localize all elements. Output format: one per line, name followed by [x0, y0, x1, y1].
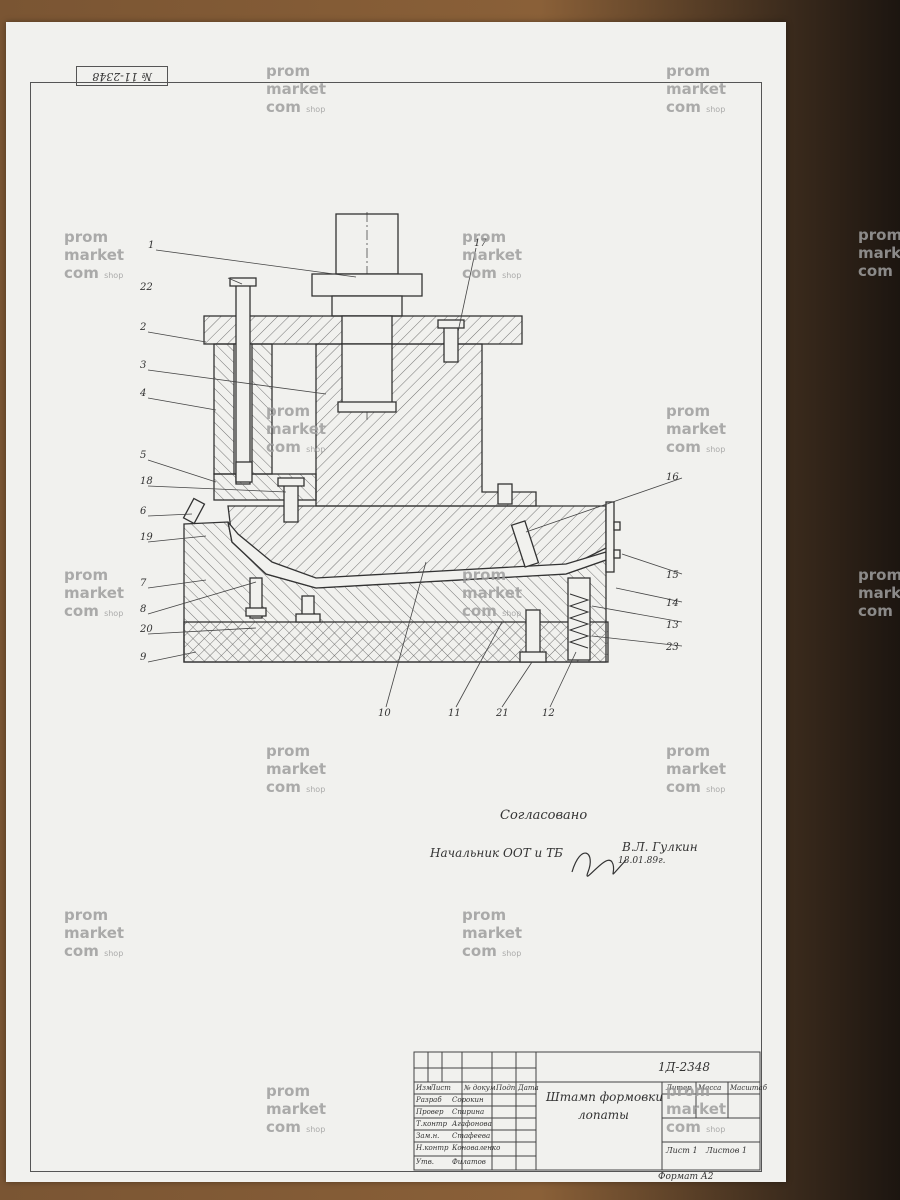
name-1: Сорокин — [452, 1096, 484, 1104]
name-2: Спирина — [452, 1108, 485, 1116]
label-part-8: 8 — [140, 604, 146, 615]
sheets-label: Листов 1 — [706, 1146, 747, 1155]
label-part-7: 7 — [140, 578, 147, 589]
label-part-4: 4 — [139, 388, 146, 399]
role-tkontr: Т.контр — [416, 1120, 448, 1128]
approval-date: 18.01.89г. — [618, 856, 666, 866]
header-scale: Масштаб — [730, 1084, 767, 1092]
approval-name: В.Л. Гулкин — [622, 840, 698, 854]
role-utv: Утв. — [416, 1158, 434, 1166]
approval-heading: Согласовано — [500, 808, 588, 823]
label-part-6: 6 — [140, 506, 147, 517]
label-part-14: 14 — [666, 598, 679, 609]
label-part-13: 13 — [666, 620, 679, 631]
header-massa: Масса — [698, 1084, 722, 1092]
sheet-label: Лист 1 — [666, 1146, 698, 1155]
role-nkontr: Н.контр — [416, 1144, 449, 1152]
drawing-title-line1: Штамп формовки — [546, 1090, 664, 1104]
name-5: Коноваленко — [452, 1144, 501, 1152]
name-6: Филатов — [452, 1158, 486, 1166]
label-part-1: 1 — [148, 240, 154, 251]
role-razrab: Разраб — [416, 1096, 442, 1104]
header-list: Лист — [430, 1084, 451, 1092]
stamp-assembly-drawing: 1 2 3 4 5 6 7 8 9 10 11 12 13 14 15 16 1… — [139, 212, 761, 1171]
label-part-10: 10 — [378, 708, 391, 719]
flange — [311, 273, 423, 297]
signature — [571, 852, 627, 877]
label-part-11: 11 — [448, 708, 461, 719]
header-date: Дата — [518, 1084, 539, 1092]
label-part-22: 22 — [139, 282, 153, 293]
role-zam: Зам.н. — [416, 1132, 440, 1140]
label-part-16: 16 — [666, 472, 679, 483]
label-part-3: 3 — [140, 360, 146, 371]
label-part-21: 21 — [495, 708, 509, 719]
label-part-12: 12 — [542, 708, 555, 719]
label-part-19: 19 — [140, 532, 153, 543]
drawing-frame — [30, 82, 762, 1172]
header-izm: Изм — [416, 1084, 432, 1092]
label-part-18: 18 — [140, 476, 153, 487]
header-sign: Подп — [496, 1084, 516, 1092]
pin-part-22 — [235, 283, 251, 485]
label-part-5: 5 — [140, 450, 146, 461]
name-3: Агафонова — [452, 1120, 492, 1128]
drawing-sheet: № 11-2348 — [6, 22, 786, 1182]
bolt-part-17 — [443, 325, 459, 363]
header-liter: Литер — [666, 1084, 692, 1092]
label-part-9: 9 — [140, 652, 147, 663]
label-part-23: 23 — [665, 642, 679, 653]
title-block-grid — [413, 1051, 761, 1171]
bolt-part-21 — [525, 609, 541, 659]
name-4: Стафеева — [452, 1132, 491, 1140]
label-part-2: 2 — [139, 322, 146, 333]
drawing-title-line2: лопаты — [578, 1108, 629, 1122]
bolt-part-6 — [182, 497, 206, 525]
shank-bore — [341, 343, 393, 409]
label-part-15: 15 — [666, 570, 679, 581]
role-prover: Провер — [416, 1108, 444, 1116]
label-part-17: 17 — [474, 238, 487, 249]
drawing-code: 1Д-2348 — [658, 1060, 710, 1074]
approval-role: Начальник ООТ и ТБ — [430, 846, 563, 860]
header-doc: № докум — [464, 1084, 496, 1092]
side-clamp — [605, 501, 615, 573]
label-part-20: 20 — [139, 624, 153, 635]
format-label: Формат А2 — [658, 1172, 714, 1182]
